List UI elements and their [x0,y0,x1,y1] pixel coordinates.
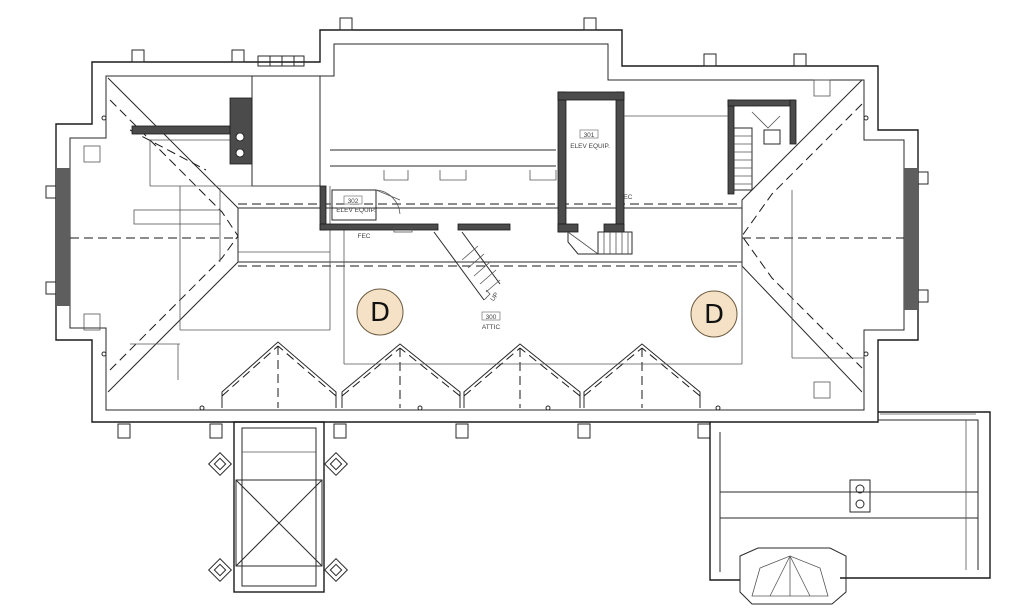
keynote-tag-right-letter: D [704,300,724,330]
entry-tower [207,421,349,593]
hip-roof-lines [107,77,863,393]
dormer-hips [221,341,701,408]
west-heavy-wall [56,168,70,306]
chase-wall [131,97,253,165]
corner-post-sw [207,557,233,583]
keynote-tag-left: D [356,288,404,336]
room-label-301: 301 ELEV EQUIP. [570,129,610,150]
fec-note-1: FEC [358,233,371,240]
corner-post-ne [323,451,349,477]
room-number-302: 302 [348,198,359,205]
room-name-300: ATTIC [482,324,501,331]
room-302 [319,185,511,233]
east-heavy-wall [904,168,918,310]
corner-post-nw [207,451,233,477]
room-number-300: 300 [486,314,497,321]
corridor-walls [330,149,743,365]
corner-post-se [323,557,349,583]
attic-stair [433,231,501,301]
room-number-301: 301 [584,132,595,139]
keynote-tag-left-letter: D [370,298,390,328]
room-name-301: ELEV EQUIP. [570,143,610,150]
east-stair [624,99,864,359]
west-interior [83,75,831,399]
room-label-300: 300 ATTIC [481,311,501,331]
stair-up-note: UP [489,291,500,302]
east-annex [709,411,991,605]
fec-note-2: FEC [620,194,633,201]
keynote-tag-right: D [690,290,738,338]
room-name-302: ELEV EQUIP. [336,207,376,214]
room-label-302: 302 ELEV EQUIP. [336,195,376,214]
room-301 [557,91,633,255]
